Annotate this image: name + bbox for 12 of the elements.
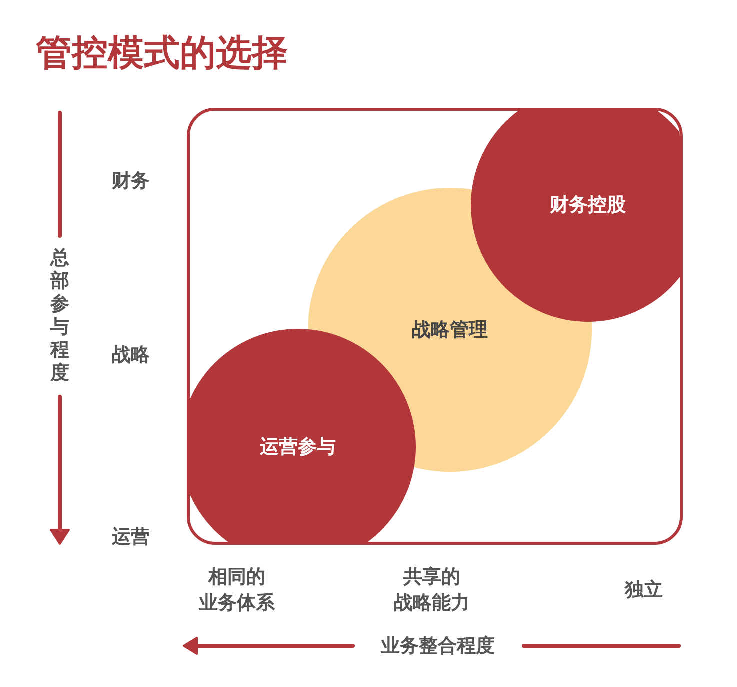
axis-tick-label: 财务	[112, 169, 150, 194]
circle-label: 财务控股	[550, 193, 626, 218]
axis-title: 总部参与程度	[50, 247, 70, 385]
axis-tick-label: 战略	[112, 343, 150, 368]
axis-tick-label: 独立	[625, 578, 663, 603]
circle-label: 战略管理	[412, 318, 488, 343]
axis-title: 业务整合程度	[381, 634, 495, 659]
axis-tick-label: 相同的业务体系	[199, 565, 275, 616]
axis-tick-label: 共享的战略能力	[394, 565, 470, 616]
title: 管控模式的选择	[36, 31, 288, 76]
circle-label: 运营参与	[260, 435, 336, 460]
axis-tick-label: 运营	[112, 525, 150, 550]
